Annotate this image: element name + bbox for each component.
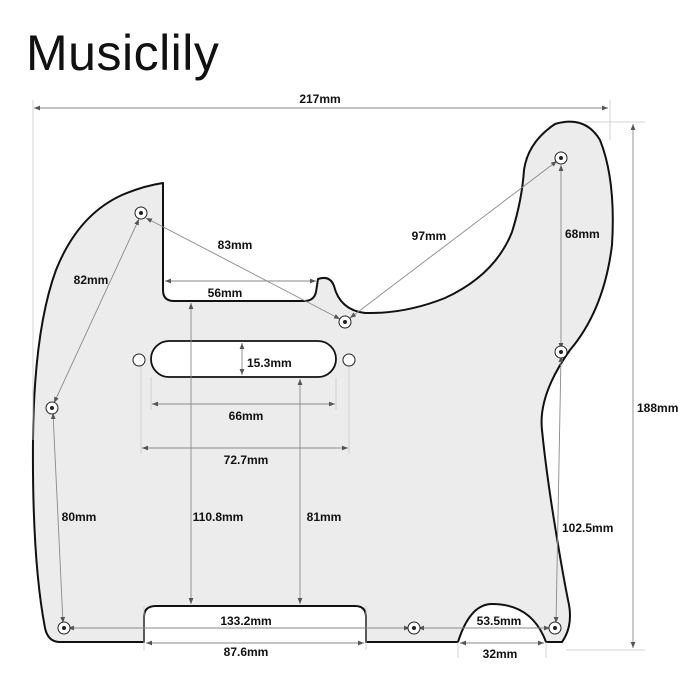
label-jack-cutout-width: 32mm xyxy=(483,647,518,661)
screw-hole-icon xyxy=(554,345,568,359)
label-pickup-width: 15.3mm xyxy=(247,356,292,370)
screw-hole-icon xyxy=(134,206,148,220)
label-bridge-cutout-width: 87.6mm xyxy=(224,645,269,659)
label-neck-pocket-width: 56mm xyxy=(208,286,243,300)
pickup-route-icon xyxy=(150,340,337,378)
dimension-labels: 217mm 188mm 83mm 56mm 97mm 68mm 82mm 15.… xyxy=(62,92,679,661)
label-upper-right-span: 97mm xyxy=(412,229,447,243)
screw-hole-icon xyxy=(548,621,562,635)
label-lower-hole-spacing: 133.2mm xyxy=(220,614,271,628)
pickup-mount-hole-icon xyxy=(132,353,146,367)
label-pickup-to-bottom-long: 110.8mm xyxy=(193,510,244,524)
pickguard-plate xyxy=(31,120,614,643)
brand-logo: Musiclily xyxy=(26,25,220,81)
pickup-mount-hole-icon xyxy=(342,353,356,367)
label-right-upper-spacing: 68mm xyxy=(565,227,600,241)
dim-line-right-lower xyxy=(553,355,564,624)
screw-hole-icon xyxy=(57,621,71,635)
label-mount-spacing: 72.7mm xyxy=(224,453,269,467)
label-right-lower-spacing: 102.5mm xyxy=(562,521,613,535)
screw-hole-icon xyxy=(45,401,59,415)
dimension-lines xyxy=(34,105,636,648)
label-left-upper-spacing: 82mm xyxy=(74,273,109,287)
label-upper-hole-spacing: 83mm xyxy=(218,238,253,252)
label-left-lower-spacing: 80mm xyxy=(62,510,97,524)
label-overall-width: 217mm xyxy=(299,92,340,106)
screw-hole-icon xyxy=(407,621,421,635)
dim-line-upper-hole-spacing xyxy=(145,217,341,320)
label-pickup-to-bottom-short: 81mm xyxy=(307,510,342,524)
label-overall-height: 188mm xyxy=(637,401,678,415)
dim-line-left-lower xyxy=(50,412,66,624)
screw-hole-icon xyxy=(554,151,568,165)
screw-holes xyxy=(45,151,568,635)
label-pickup-length: 66mm xyxy=(229,409,264,423)
label-control-edge-span: 53.5mm xyxy=(477,614,522,628)
screw-hole-icon xyxy=(338,315,352,329)
dim-line-upper-right-span xyxy=(349,160,558,319)
dim-line-left-upper xyxy=(53,218,140,404)
